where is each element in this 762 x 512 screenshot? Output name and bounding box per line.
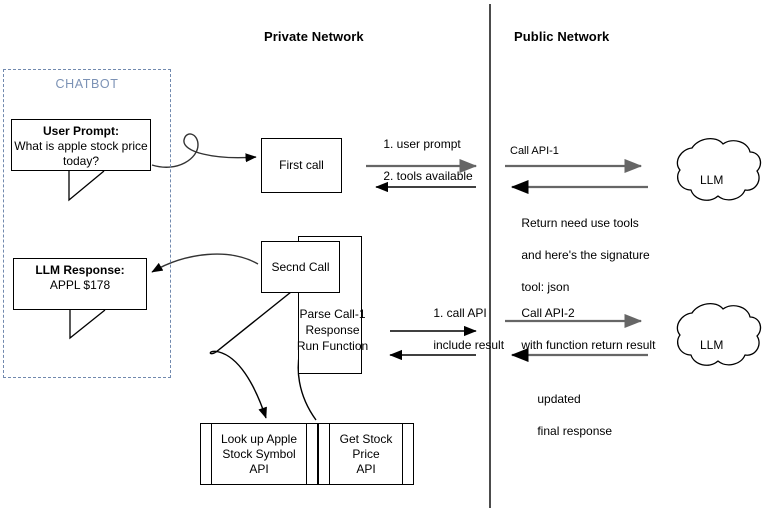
- updated-final-response-label: updated final response: [524, 375, 612, 455]
- parse-run-function-caption: Parse Call-1 Response Run Function: [275, 306, 390, 354]
- call-api-2-line1: Call API-2: [521, 306, 575, 320]
- sequence-label-first-call: 1. user prompt 2. tools available: [370, 120, 473, 200]
- sequence-label-line2: 2. tools available: [383, 169, 473, 183]
- parse-caption-line1: Parse Call-1 Response: [299, 307, 366, 337]
- return-label-line1: Return need use tools: [521, 216, 639, 230]
- page-title-private-network: Private Network: [264, 29, 364, 44]
- call-api-2-line2: with function return result: [521, 338, 656, 352]
- lookup-apple-stock-symbol-api-node: Look up Apple Stock Symbol API: [200, 422, 318, 486]
- llm-cloud-top-label: LLM: [700, 173, 724, 187]
- chatbot-label: CHATBOT: [55, 77, 119, 91]
- call-api-1-label: Call API-1: [510, 145, 559, 157]
- llm-response-bubble: LLM Response: APPL $178: [13, 258, 147, 310]
- call-api-include-line2: include result: [433, 338, 505, 352]
- user-prompt-line2: today?: [62, 154, 100, 168]
- llm-response-title: LLM Response:: [35, 263, 125, 277]
- price-api-line1: Get Stock: [339, 431, 393, 446]
- price-api-line3: API: [356, 461, 376, 476]
- sequence-label-line1: 1. user prompt: [383, 137, 461, 151]
- first-call-node: First call: [261, 138, 342, 193]
- user-prompt-line1: What is apple stock price: [14, 139, 148, 153]
- lookup-api-line2: Stock Symbol: [222, 446, 296, 461]
- return-tools-signature-label: Return need use tools and here's the sig…: [508, 199, 650, 311]
- llm-cloud-top-icon: [676, 138, 762, 201]
- lookup-api-line3: API: [249, 461, 269, 476]
- llm-cloud-bottom-label: LLM: [700, 338, 724, 352]
- updated-line1: updated: [537, 392, 581, 406]
- user-prompt-bubble: User Prompt: What is apple stock price t…: [11, 119, 151, 171]
- lookup-api-line1: Look up Apple: [220, 431, 298, 446]
- call-api-include-line1: 1. call API: [433, 306, 487, 320]
- chatbot-boundary: [3, 69, 171, 378]
- llm-cloud-bottom-icon: [676, 303, 762, 366]
- updated-line2: final response: [537, 424, 613, 438]
- page-title-public-network: Public Network: [514, 29, 610, 44]
- second-call-node: Secnd Call: [261, 241, 340, 293]
- llm-response-line1: APPL $178: [49, 278, 111, 292]
- return-label-line2: and here's the signature: [521, 248, 650, 262]
- parse-caption-line2: Run Function: [296, 339, 369, 353]
- get-stock-price-api-node: Get Stock Price API: [318, 422, 414, 486]
- price-api-line2: Price: [352, 446, 380, 461]
- call-api-2-label: Call API-2 with function return result: [508, 289, 655, 369]
- user-prompt-title: User Prompt:: [42, 124, 119, 138]
- call-api-include-result-label: 1. call API include result: [420, 289, 504, 369]
- return-label-line3: tool: json: [521, 280, 570, 294]
